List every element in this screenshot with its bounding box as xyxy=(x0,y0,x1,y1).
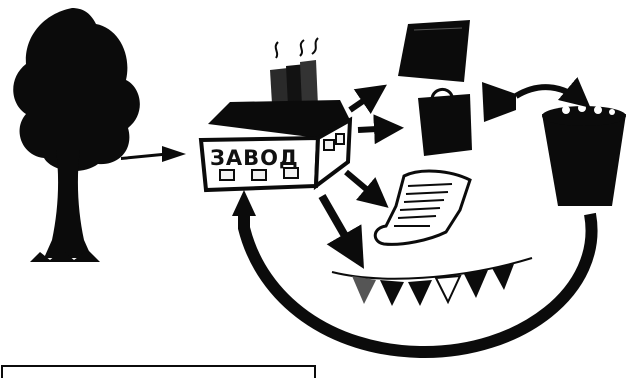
arrow-factory-to-document xyxy=(344,169,389,208)
factory-icon: ЗАВОД xyxy=(198,37,353,193)
arrow-tree-to-factory xyxy=(121,146,186,162)
tree-icon xyxy=(13,8,140,262)
arrow-factory-to-bunting xyxy=(318,194,364,269)
bunting-flags-icon xyxy=(331,257,533,306)
paper-scroll-icon xyxy=(373,169,472,246)
factory-label: ЗАВОД xyxy=(210,146,299,170)
bag-icon xyxy=(418,88,472,156)
arrow-factory-to-box xyxy=(348,84,387,114)
box-icon xyxy=(398,20,470,82)
arrow-factory-to-bag xyxy=(357,114,404,145)
funnel-icon xyxy=(482,77,591,122)
waste-bin-icon xyxy=(542,104,626,206)
caption-box xyxy=(1,365,316,378)
arrow-bin-to-factory xyxy=(232,190,598,359)
